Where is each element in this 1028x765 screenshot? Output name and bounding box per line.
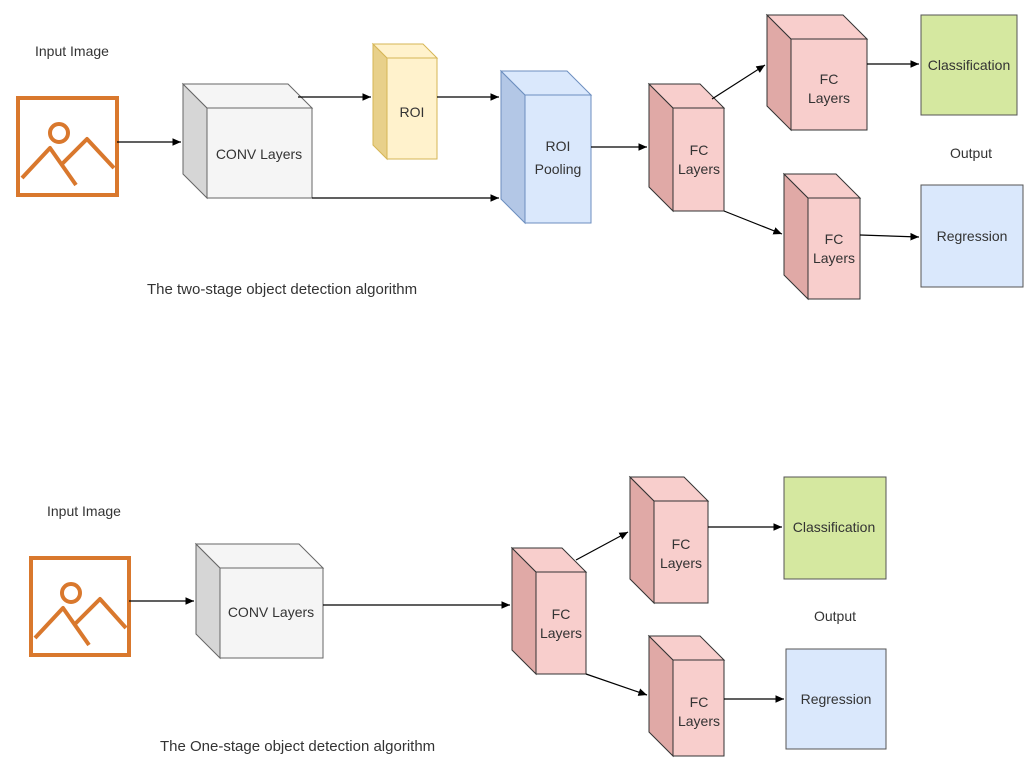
regression-box: Regression (920, 184, 1024, 288)
edge-fc-to-fc-upper (711, 64, 766, 100)
edge-fc-to-regression (859, 232, 920, 241)
roi-pooling-label-line1: ROI (546, 138, 571, 154)
input-image-label: Input Image (47, 503, 121, 519)
input-image-label: Input Image (35, 43, 109, 59)
fc-layers-box-center: FC Layers (647, 82, 726, 213)
regression-label: Regression (937, 228, 1008, 244)
two-stage-caption: The two-stage object detection algorithm (147, 281, 417, 298)
fc-label-line1: FC (820, 71, 839, 87)
fc-label-line1: FC (552, 606, 571, 622)
one-stage-edges (129, 523, 784, 703)
fc-label-line2: Layers (808, 90, 850, 106)
regression-box: Regression (785, 648, 887, 750)
roi-box: ROI (371, 42, 439, 161)
roi-pooling-label-line2: Pooling (535, 161, 582, 177)
two-stage-section: Input Image CONV Layers ROI ROI (16, 13, 1024, 301)
conv-layers-cube: CONV Layers (181, 82, 314, 200)
edge-fc-to-fc-upper (575, 531, 629, 561)
fc-label-line1: FC (690, 142, 709, 158)
output-label: Output (950, 145, 992, 161)
one-stage-section: Input Image CONV Layers FC Layers FC Lay (29, 475, 887, 758)
image-icon (29, 556, 131, 657)
conv-layers-label: CONV Layers (228, 604, 314, 620)
fc-layers-box-lower: FC Layers (647, 634, 726, 758)
regression-label: Regression (801, 691, 872, 707)
fc-layers-box-lower: FC Layers (782, 172, 862, 301)
fc-label-line2: Layers (813, 250, 855, 266)
classification-label: Classification (928, 57, 1010, 73)
edge-fc-to-fc-lower (585, 673, 648, 696)
roi-label: ROI (400, 104, 425, 120)
roi-pooling-box: ROI Pooling (499, 69, 593, 225)
fc-label-line1: FC (690, 694, 709, 710)
fc-label-line2: Layers (660, 555, 702, 571)
fc-layers-box-upper: FC Layers (628, 475, 710, 605)
fc-label-line1: FC (825, 231, 844, 247)
fc-label-line2: Layers (678, 161, 720, 177)
one-stage-caption: The One-stage object detection algorithm (160, 738, 435, 755)
fc-layers-box-upper: FC Layers (765, 13, 869, 132)
edge-fc-to-fc-lower (723, 210, 783, 235)
two-stage-edges (117, 60, 920, 241)
conv-layers-label: CONV Layers (216, 146, 302, 162)
classification-box: Classification (783, 476, 887, 580)
fc-label-line2: Layers (678, 713, 720, 729)
conv-layers-cube: CONV Layers (194, 542, 325, 660)
image-icon (16, 96, 119, 197)
fc-label-line1: FC (672, 536, 691, 552)
output-label: Output (814, 608, 856, 624)
fc-label-line2: Layers (540, 625, 582, 641)
fc-layers-box-center: FC Layers (510, 546, 588, 676)
classification-box: Classification (920, 14, 1018, 116)
classification-label: Classification (793, 519, 875, 535)
